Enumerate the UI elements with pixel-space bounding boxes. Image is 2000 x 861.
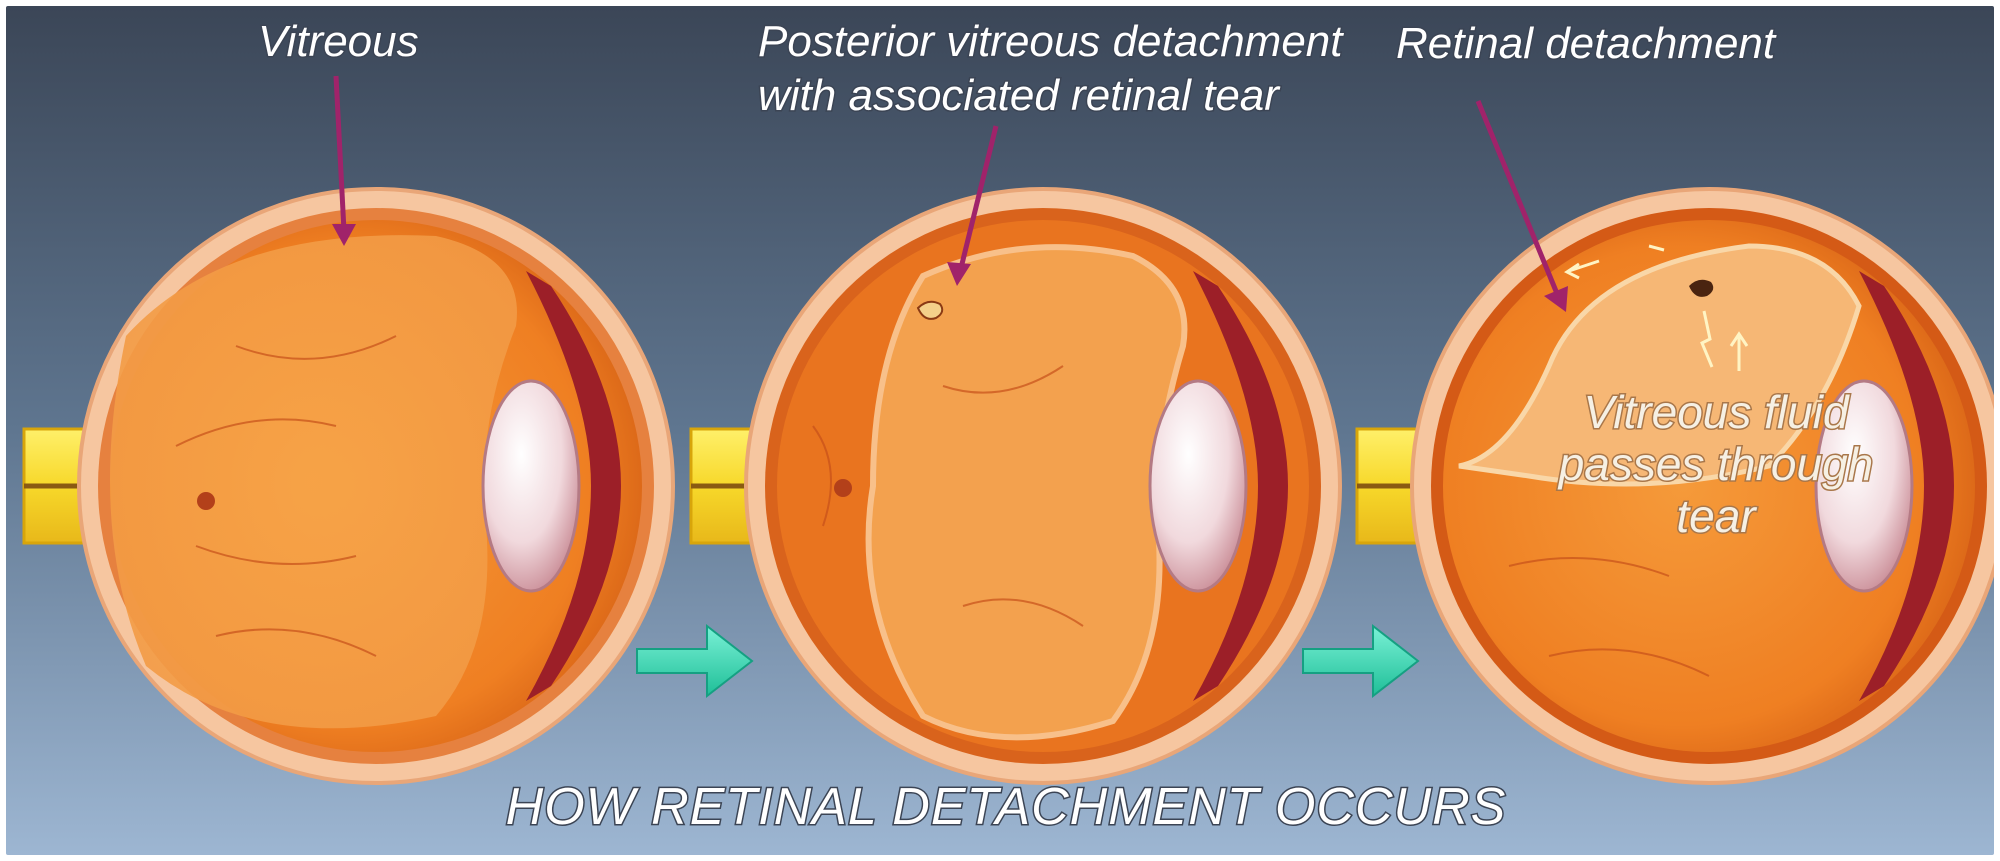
label-posterior-vitreous-detachment: Posterior vitreous detachment bbox=[758, 17, 1344, 66]
label-fluid-line-3: tear bbox=[1676, 490, 1757, 542]
diagram-title: HOW RETINAL DETACHMENT OCCURS bbox=[506, 778, 1507, 836]
label-fluid-line-2: passes through bbox=[1557, 438, 1874, 490]
label-associated-retinal-tear: with associated retinal tear bbox=[758, 71, 1281, 120]
label-retinal-detachment: Retinal detachment bbox=[1396, 19, 1777, 68]
optic-disc bbox=[197, 492, 215, 510]
illustration-svg: Vitreous Posterior vitreous detachment w… bbox=[6, 6, 1994, 855]
lens bbox=[1150, 381, 1246, 591]
label-vitreous: Vitreous bbox=[258, 17, 419, 66]
label-fluid-line-1: Vitreous fluid bbox=[1583, 386, 1850, 438]
vitreous-body bbox=[110, 235, 517, 728]
retinal-detachment-illustration: Vitreous Posterior vitreous detachment w… bbox=[6, 6, 1994, 855]
lens bbox=[483, 381, 579, 591]
optic-disc bbox=[834, 479, 852, 497]
detached-vitreous bbox=[869, 247, 1185, 737]
